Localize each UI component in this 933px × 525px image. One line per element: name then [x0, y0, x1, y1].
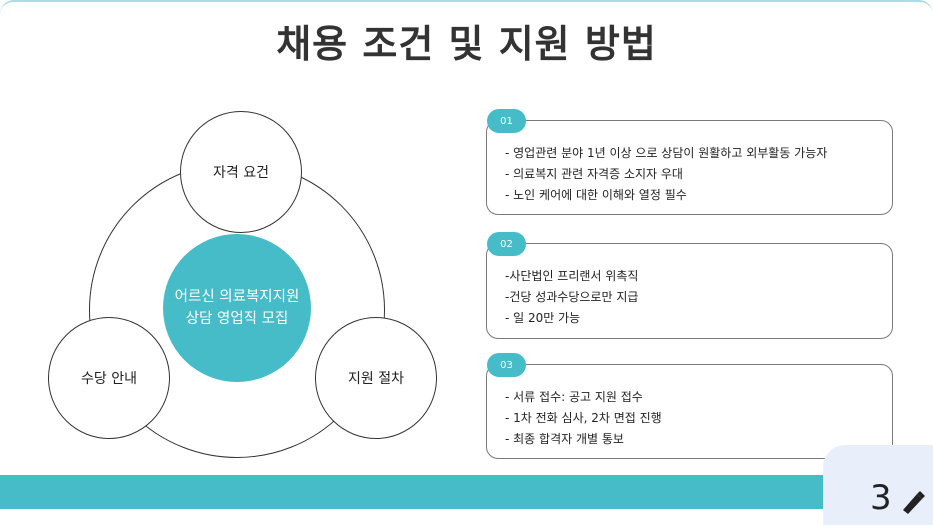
center-line-2: 상담 영업직 모집: [185, 311, 289, 327]
list-item: - 서류 접수: 공고 지원 접수: [505, 390, 643, 404]
card-badge: 01: [487, 109, 526, 133]
list-item: - 의료복지 관련 자격증 소지자 우대: [505, 167, 683, 181]
center-circle: 어르신 의료복지지원 상담 영업직 모집: [163, 234, 311, 382]
list-item: - 최종 합격자 개별 통보: [505, 432, 624, 446]
cycle-diagram: 자격 요건 수당 안내 지원 절차 어르신 의료복지지원 상담 영업직 모집: [0, 80, 470, 480]
card-list: - 서류 접수: 공고 지원 접수 - 1차 전화 심사, 2차 면접 진행 -…: [505, 387, 662, 450]
bottom-accent-bar: [0, 475, 933, 509]
node-application-process: 지원 절차: [315, 317, 437, 439]
node-qualifications: 자격 요건: [180, 111, 302, 233]
list-item: - 노인 케어에 대한 이해와 열정 필수: [505, 188, 687, 202]
card-badge: 02: [487, 232, 526, 256]
node-allowance: 수당 안내: [48, 317, 170, 439]
list-item: - 1차 전화 심사, 2차 면접 진행: [505, 411, 662, 425]
list-item: - 영업관련 분야 1년 이상 으로 상담이 원활하고 외부활동 가능자: [505, 146, 828, 160]
list-item: -건당 성과수당으로만 지급: [505, 290, 639, 304]
info-card-2: 02 -사단법인 프리랜서 위촉직 -건당 성과수당으로만 지급 - 일 20만…: [486, 232, 893, 339]
info-card-1: 01 - 영업관련 분야 1년 이상 으로 상담이 원활하고 외부활동 가능자 …: [486, 109, 893, 215]
center-line-1: 어르신 의료복지지원: [174, 289, 300, 305]
slide-title: 채용 조건 및 지원 방법: [276, 22, 657, 66]
list-item: - 일 20만 가능: [505, 311, 581, 325]
card-badge: 03: [487, 353, 526, 377]
list-item: -사단법인 프리랜서 위촉직: [505, 269, 639, 283]
card-list: - 영업관련 분야 1년 이상 으로 상담이 원활하고 외부활동 가능자 - 의…: [505, 143, 827, 206]
info-card-3: 03 - 서류 접수: 공고 지원 접수 - 1차 전화 심사, 2차 면접 진…: [486, 353, 893, 459]
slide-frame: [0, 0, 933, 14]
page-number: 3: [870, 478, 892, 518]
card-list: -사단법인 프리랜서 위촉직 -건당 성과수당으로만 지급 - 일 20만 가능: [505, 266, 638, 329]
pen-icon[interactable]: [899, 488, 927, 516]
